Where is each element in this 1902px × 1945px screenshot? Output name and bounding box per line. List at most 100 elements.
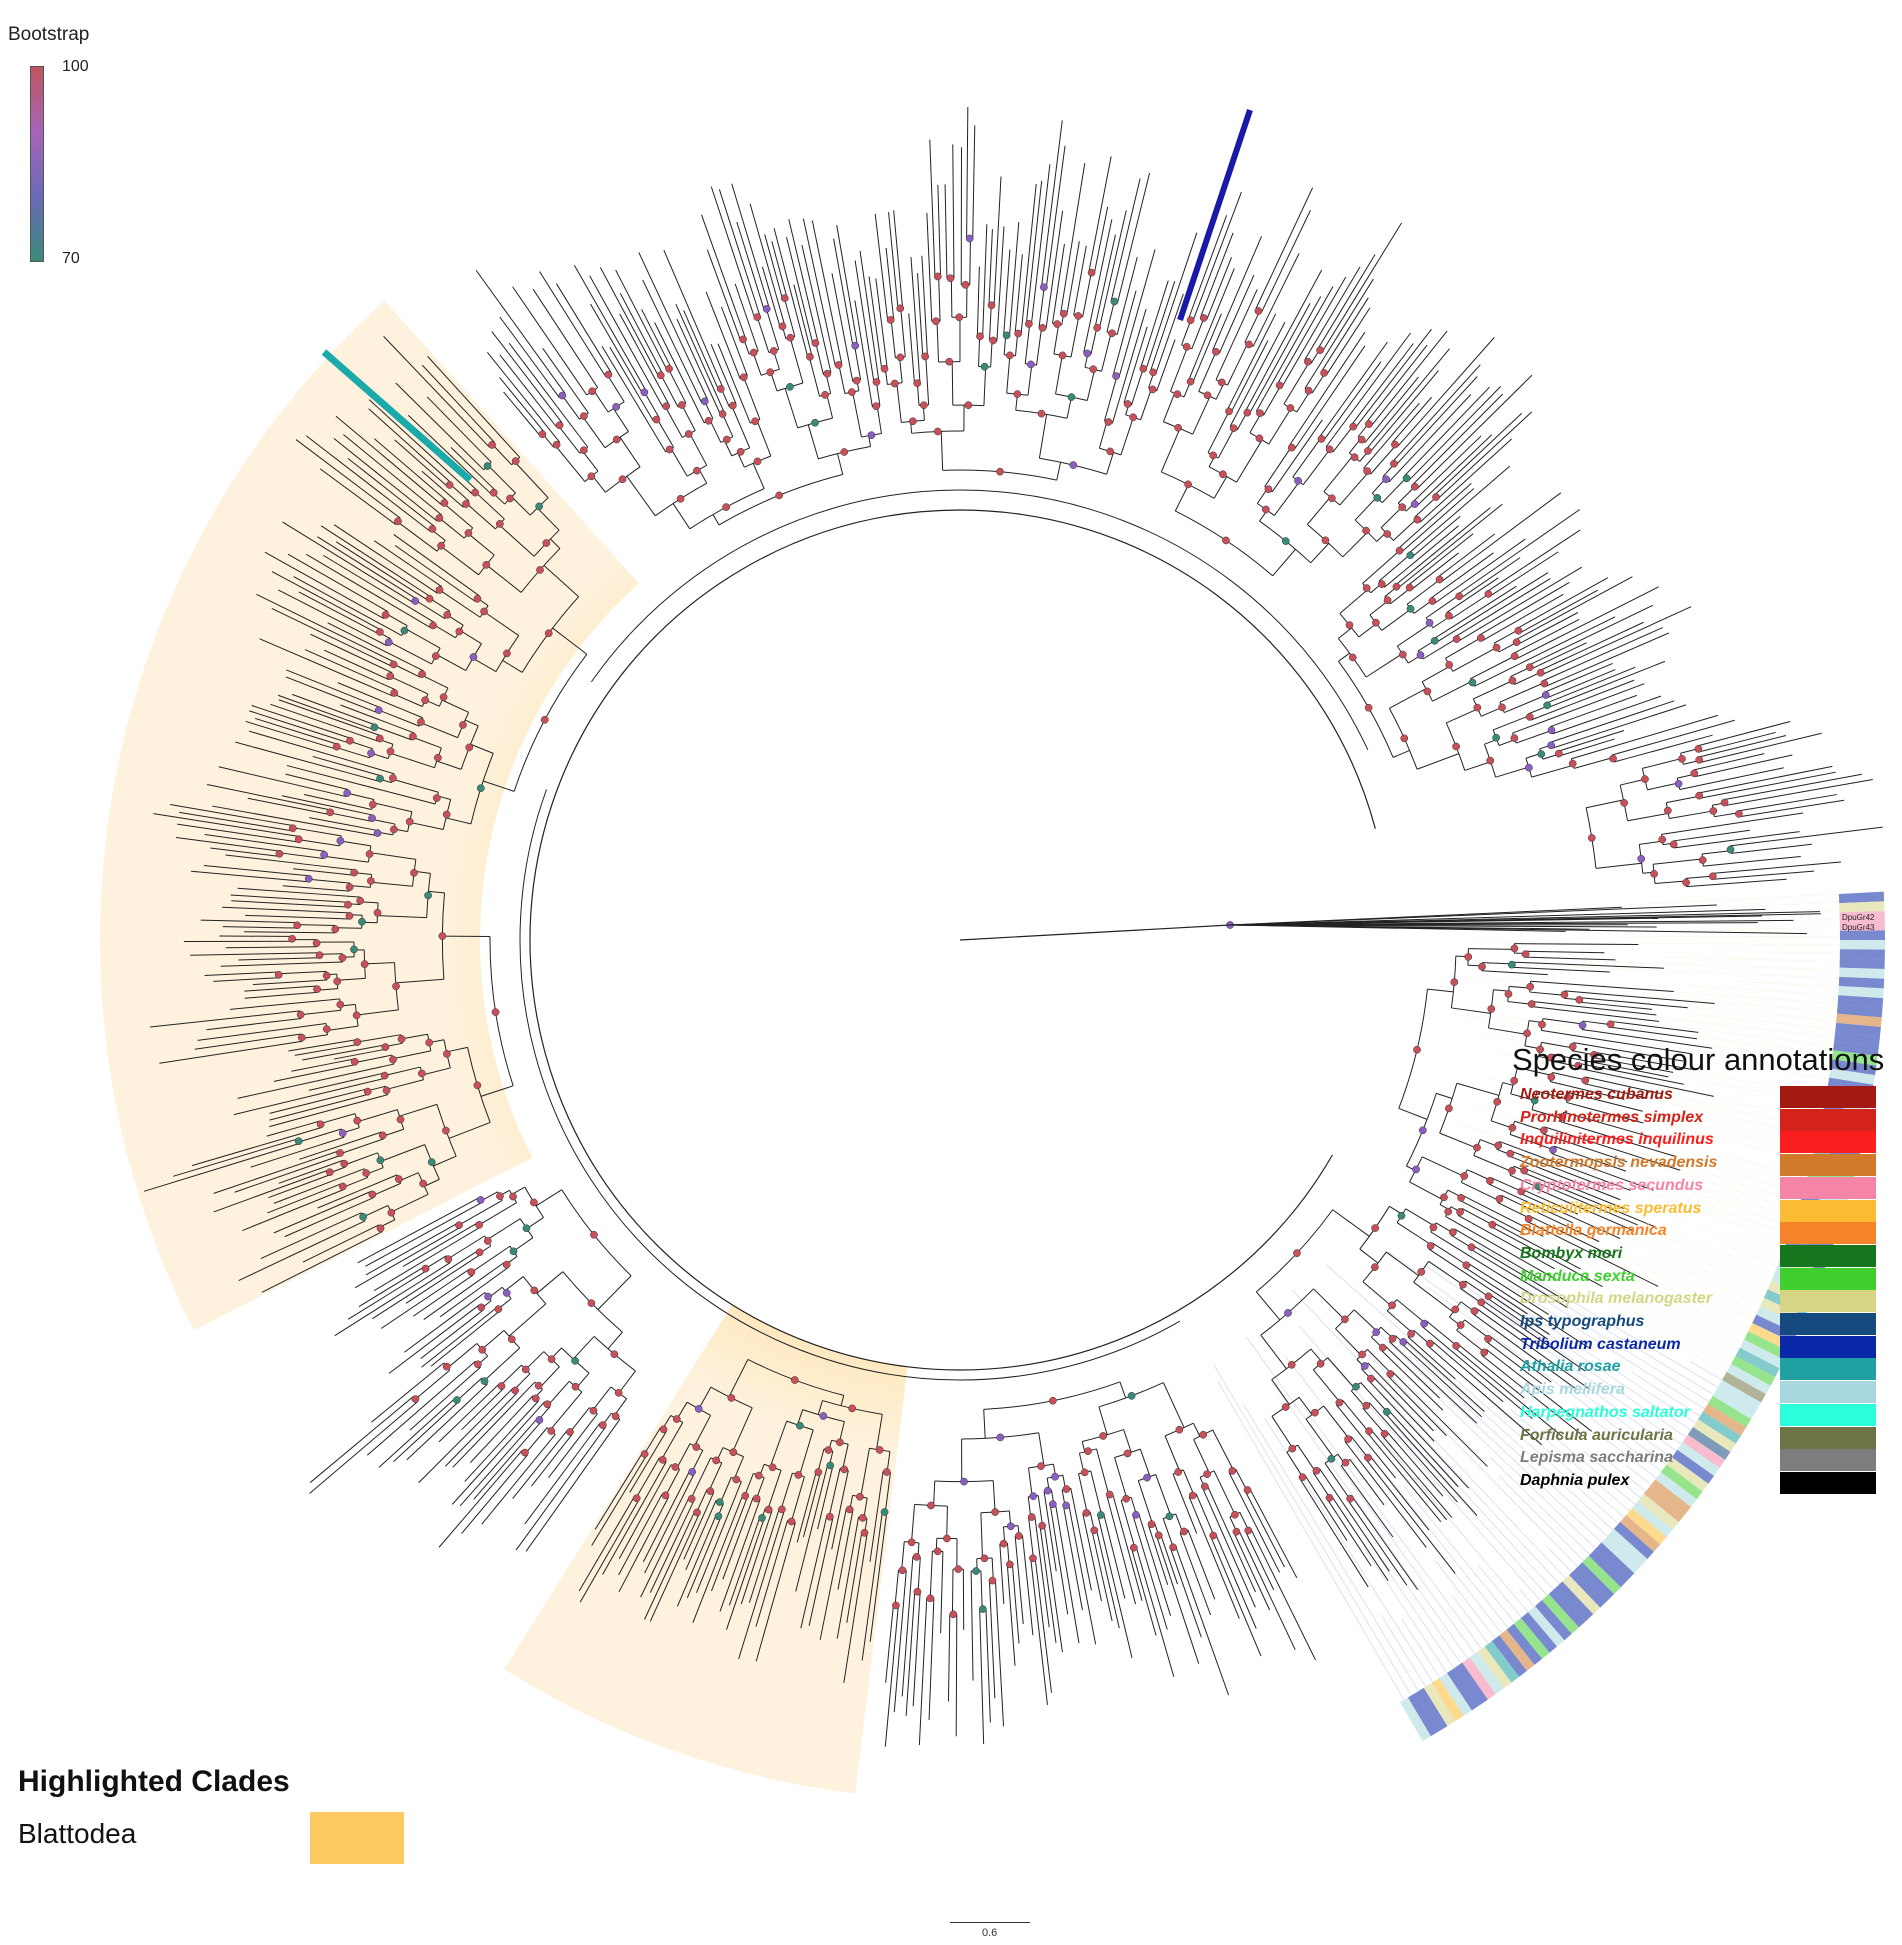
tree-branch [558,425,581,454]
tree-branch [1534,1194,1579,1215]
tree-branch [1473,680,1513,700]
tree-branch [691,1450,704,1472]
tree-branch [1551,737,1585,749]
tree-branch [708,1462,723,1491]
bootstrap-node [728,401,737,410]
bootstrap-node [980,362,989,371]
tree-branch [306,734,338,745]
bootstrap-node [753,457,762,466]
bootstrap-node [471,488,479,497]
tree-branch [767,1470,782,1510]
bootstrap-node [511,1386,519,1395]
bootstrap-node [1678,754,1686,763]
bootstrap-node [1468,678,1477,687]
bootstrap-node [1232,1527,1241,1536]
bootstrap-node [474,1360,482,1369]
tree-branch [536,1271,564,1294]
tree-branch [347,651,393,674]
species-name: Tribolium castaneum [1520,1335,1681,1353]
tree-branch [1506,1305,1550,1335]
bootstrap-node [1002,331,1011,340]
tree-branch [759,276,770,309]
tree-branch [423,1271,492,1320]
tree-branch [266,1123,309,1137]
tree-branch [374,725,412,741]
bootstrap-node [676,494,685,503]
tree-branch [253,1010,301,1017]
tree-branch [481,1330,505,1350]
tip-label-ring-segment [1839,901,1885,913]
bootstrap-node [780,294,789,302]
tree-branch [368,408,417,452]
tree-branch [1304,1475,1315,1489]
tree-branch [1694,770,1719,778]
tree-branch [471,1310,501,1335]
tip-label-ring-segment [1423,1683,1456,1727]
tree-branch [1014,1536,1019,1570]
bootstrap-node [543,1400,552,1409]
bootstrap-node [778,1505,786,1514]
tree-branch [1500,971,1548,976]
species-name: Daphnia pulex [1520,1471,1630,1489]
species-name: Manduca sexta [1520,1267,1635,1285]
tree-branch [1233,1532,1249,1564]
tree-branch [970,1571,973,1615]
tree-branch [1370,445,1397,475]
tree-branch [1047,120,1063,239]
bootstrap-node [1410,482,1419,491]
bootstrap-node [933,427,942,436]
tree-branch [969,238,971,285]
bootstrap-node [1460,1172,1469,1180]
tree-branch [1585,1118,1649,1137]
tree-branch [1106,1495,1112,1512]
tree-branch [686,1560,704,1599]
tree-branch [1187,1529,1199,1557]
tree-branch [578,358,599,388]
tree-branch [1405,1208,1435,1227]
bootstrap-node [1538,1020,1546,1029]
tree-branch [1450,593,1489,620]
bootstrap-node [362,1169,370,1177]
tree-branch [1500,1290,1589,1349]
leaf-leader-line [1479,1246,1718,1388]
tree-branch [399,1172,419,1182]
bootstrap-node [921,352,929,361]
leaf-leader-line [1489,1457,1591,1555]
tree-branch [297,985,317,988]
species-legend-item: Forficula auricularia [1520,1426,1880,1449]
bootstrap-node [1344,1435,1352,1443]
tree-branch [991,1557,994,1581]
tree-branch [795,311,809,358]
tree-branch [1570,1010,1660,1022]
bootstrap-node [722,503,730,511]
tree-branch [1213,476,1228,499]
tree-branch [1450,1234,1472,1248]
tree-branch [1268,408,1292,445]
bootstrap-node [1525,663,1534,672]
tree-branch [1409,1388,1488,1467]
bootstrap-node [1006,1560,1014,1569]
tree-branch [737,452,745,468]
tree-branch [1217,428,1235,459]
tree-branch [972,125,976,211]
tree-branch [374,438,423,480]
bootstrap-node [1514,626,1523,635]
tree-branch [1391,1359,1444,1411]
tree-branch [1451,533,1496,567]
bootstrap-node [912,1553,921,1561]
bootstrap-node [678,401,686,409]
tree-branch [335,1093,369,1104]
leaf-leader-line [1545,1429,1636,1505]
bootstrap-node [455,1221,463,1230]
tree-branch [882,1512,888,1544]
tree-branch [1481,1354,1497,1367]
tree-branch [1456,577,1499,607]
tree-branch [457,413,490,448]
tree-branch [1699,767,1784,786]
bootstrap-node [955,313,964,322]
bootstrap-node [858,1514,867,1522]
leaf-leader-line [1487,1077,1812,1163]
tree-branch [1263,296,1322,398]
tree-branch [306,553,404,612]
tree-branch [454,477,474,496]
